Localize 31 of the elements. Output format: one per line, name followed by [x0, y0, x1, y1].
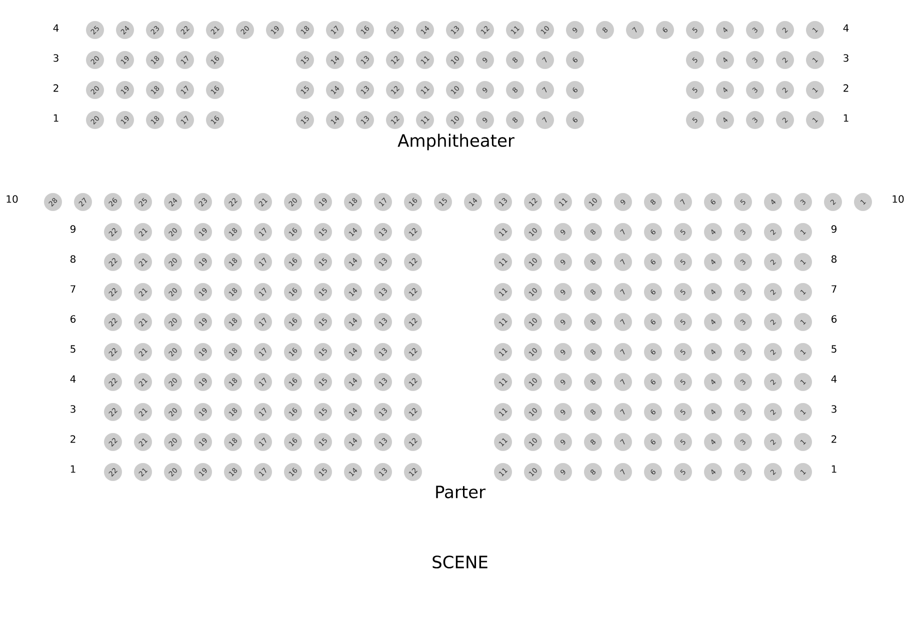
row-number: 5 [832, 345, 836, 353]
row-number: 1 [70, 465, 76, 473]
row-number: 9 [70, 225, 76, 233]
row-number: 3 [832, 405, 836, 413]
stage-label: SCENE [432, 556, 488, 568]
row-number: 1 [54, 114, 58, 122]
row-number: 2 [832, 435, 836, 443]
row-number: 9 [831, 225, 836, 233]
row-number: 6 [832, 315, 837, 323]
section-label: Amphitheater [398, 134, 514, 150]
row-number: 5 [70, 345, 76, 353]
row-number: 10 [6, 195, 18, 203]
row-number: 1 [832, 465, 836, 473]
row-number: 7 [832, 285, 836, 293]
row-number: 1 [844, 114, 848, 122]
section-label: Parter [436, 486, 486, 498]
row-number: 7 [70, 285, 76, 293]
row-number: 3 [70, 405, 76, 413]
row-number: 10 [892, 195, 904, 203]
row-number: 3 [54, 54, 58, 62]
row-number: 2 [70, 435, 76, 443]
row-number: 3 [844, 54, 848, 62]
row-number: 4 [53, 24, 59, 32]
row-number: 4 [831, 375, 837, 383]
row-number: 8 [832, 255, 836, 263]
row-number: 2 [54, 84, 58, 92]
row-number: 8 [70, 255, 76, 263]
row-number: 6 [70, 315, 76, 323]
row-number: 4 [70, 375, 76, 383]
row-number: 2 [844, 84, 848, 92]
row-number: 4 [843, 24, 849, 32]
